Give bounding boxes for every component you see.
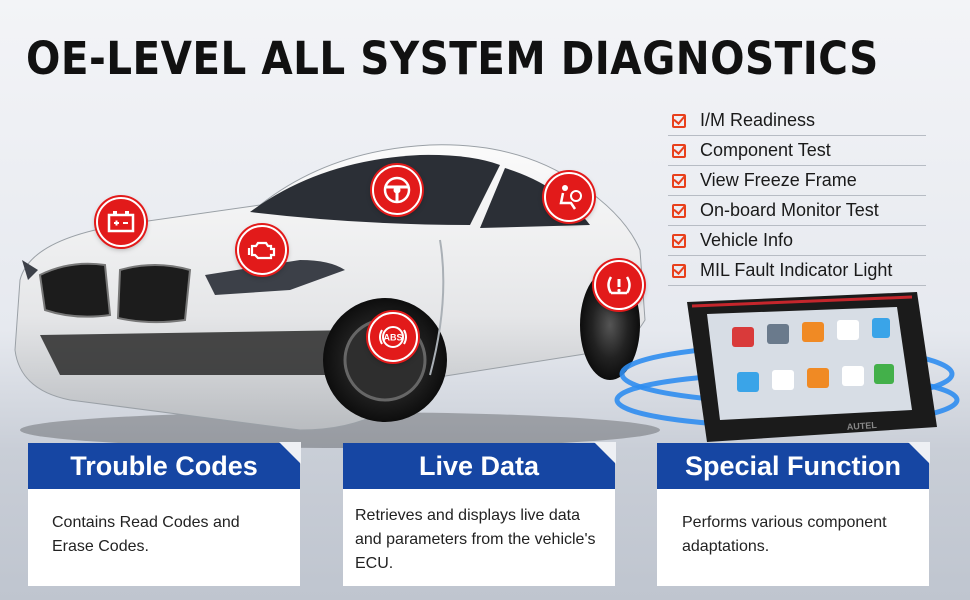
special-function-card: Special Function Performs various compon…: [657, 442, 930, 586]
card-description: Retrieves and displays live data and par…: [343, 489, 615, 586]
diagnostic-tablet-image: AUTEL: [614, 292, 960, 442]
card-description: Performs various component adaptations.: [657, 489, 929, 586]
feature-item: I/M Readiness: [668, 106, 926, 136]
engine-icon: [247, 241, 276, 260]
car-image: [14, 144, 660, 448]
card-description: Contains Read Codes and Erase Codes.: [28, 489, 300, 586]
page-title: OE-LEVEL ALL SYSTEM DIAGNOSTICS: [26, 32, 879, 85]
airbag-icon: [559, 185, 582, 210]
battery-badge: [96, 197, 146, 247]
feature-item: View Freeze Frame: [668, 166, 926, 196]
airbag-badge: [544, 172, 594, 222]
feature-item: On-board Monitor Test: [668, 196, 926, 226]
checkbox-icon: [672, 113, 686, 128]
feature-label: On-board Monitor Test: [700, 200, 879, 220]
feature-label: Component Test: [700, 140, 831, 160]
feature-label: View Freeze Frame: [700, 170, 857, 190]
trouble-codes-card: Trouble Codes Contains Read Codes and Er…: [28, 442, 301, 586]
checkbox-icon: [672, 203, 686, 218]
steering-wheel-icon: [383, 176, 411, 204]
card-title: Special Function: [657, 442, 930, 489]
card-title: Trouble Codes: [28, 442, 301, 489]
checkbox-icon: [672, 233, 686, 248]
feature-item: Vehicle Info: [668, 226, 926, 256]
steering-wheel-badge: [372, 165, 422, 215]
tpms-badge: [594, 260, 644, 310]
abs-badge: ABS: [368, 312, 418, 362]
checkbox-icon: [672, 173, 686, 188]
checkbox-icon: [672, 143, 686, 158]
feature-label: Vehicle Info: [700, 230, 794, 250]
feature-list: I/M Readiness Component Test View Freeze…: [668, 106, 926, 286]
feature-label: MIL Fault Indicator Light: [700, 260, 893, 280]
feature-label: I/M Readiness: [700, 110, 816, 130]
checkbox-icon: [672, 263, 686, 278]
card-title: Live Data: [343, 442, 616, 489]
abs-icon: ABS: [379, 326, 407, 348]
feature-item: MIL Fault Indicator Light: [668, 256, 926, 286]
device-brand-label: AUTEL: [846, 420, 877, 432]
live-data-card: Live Data Retrieves and displays live da…: [343, 442, 616, 586]
engine-badge: [237, 225, 287, 275]
tpms-icon: [607, 276, 631, 295]
battery-icon: [107, 211, 135, 233]
abs-label: ABS: [383, 333, 402, 343]
app-icons: [732, 318, 894, 392]
feature-item: Component Test: [668, 136, 926, 166]
